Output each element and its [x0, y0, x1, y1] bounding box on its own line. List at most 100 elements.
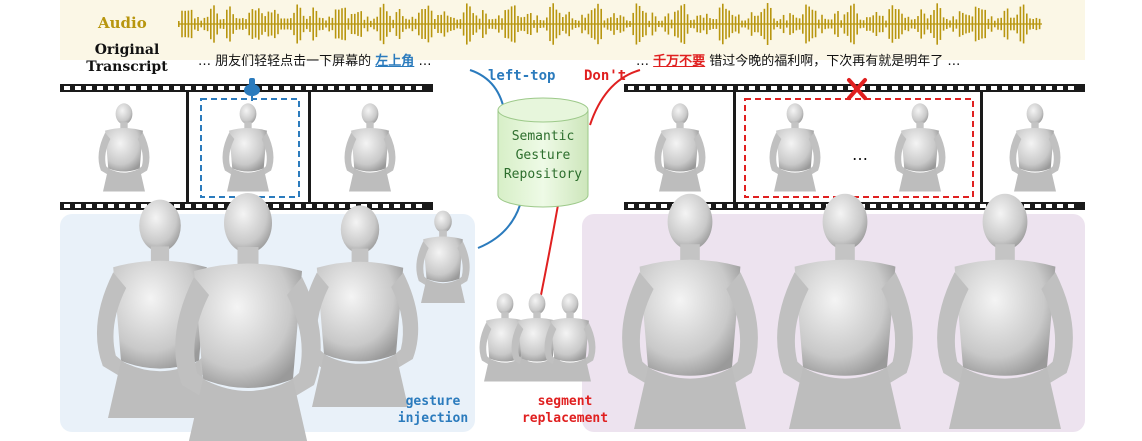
human-figure-icon [1009, 103, 1061, 192]
sprocket-hole [661, 86, 667, 90]
sprocket-hole [639, 204, 645, 208]
sprocket-hole [771, 86, 777, 90]
sprocket-hole [947, 204, 953, 208]
sprocket-hole [108, 204, 114, 208]
transcript-left-suffix: … [418, 54, 432, 69]
sprocket-hole [174, 204, 180, 208]
sprocket-hole [295, 204, 301, 208]
gesture-injection-label: gesture injection [388, 393, 478, 427]
sprocket-hole [760, 86, 766, 90]
sprocket-hole [394, 86, 400, 90]
sprocket-hole [1024, 204, 1030, 208]
sprocket-hole [859, 86, 865, 90]
sprocket-hole [1057, 86, 1063, 90]
database-icon [497, 97, 589, 208]
sprocket-hole [130, 204, 136, 208]
sprocket-hole [240, 86, 246, 90]
human-figure-icon [769, 103, 821, 192]
sprocket-hole [130, 86, 136, 90]
sprocket-hole [727, 204, 733, 208]
sprocket-hole [672, 86, 678, 90]
sprocket-hole [980, 204, 986, 208]
sprocket-hole [317, 86, 323, 90]
sprocket-hole [782, 204, 788, 208]
segment-replacement-line1: segment [537, 394, 593, 409]
sprocket-hole [306, 204, 312, 208]
sprocket-hole [749, 204, 755, 208]
sprocket-hole [969, 204, 975, 208]
sprocket-hole [881, 204, 887, 208]
sprocket-hole [394, 204, 400, 208]
human-figure-icon [222, 103, 274, 192]
sprocket-hole [881, 86, 887, 90]
sprocket-hole [870, 86, 876, 90]
connector-gesture-injection [477, 204, 521, 249]
sprocket-hole [196, 86, 202, 90]
sprocket-hole [936, 86, 942, 90]
transcript-left-keyword: 左上角 [375, 54, 415, 69]
sprocket-hole [650, 204, 656, 208]
sprocket-hole [372, 86, 378, 90]
gesture-injection-line2: injection [397, 411, 469, 426]
sprocket-hole [958, 204, 964, 208]
sprocket-hole [207, 204, 213, 208]
sprocket-hole [405, 204, 411, 208]
human-figure-icon [544, 293, 596, 382]
sprocket-hole [383, 204, 389, 208]
sprocket-hole [262, 86, 268, 90]
sprocket-hole [694, 86, 700, 90]
original-label-line1: Original [94, 42, 160, 58]
sprocket-hole [350, 86, 356, 90]
sprocket-hole [75, 204, 81, 208]
human-figure-icon [894, 103, 946, 192]
repository-line1: Semantic [511, 129, 575, 144]
sprocket-hole [185, 86, 191, 90]
original-label-line2: Transcript [86, 59, 168, 75]
sprocket-hole [185, 204, 191, 208]
sprocket-hole [141, 86, 147, 90]
sprocket-hole [1035, 204, 1041, 208]
hand-pointer-icon [244, 78, 260, 101]
sprocket-hole [196, 204, 202, 208]
sprocket-hole [903, 86, 909, 90]
sprocket-hole [416, 86, 422, 90]
sprocket-hole [1046, 86, 1052, 90]
sprocket-hole [925, 204, 931, 208]
sprocket-hole [218, 204, 224, 208]
sprocket-hole [97, 204, 103, 208]
replaced-segment-box [744, 98, 974, 198]
sprocket-hole [771, 204, 777, 208]
repository-line3: Repository [503, 167, 583, 182]
left-top-annotation: left-top [488, 68, 556, 84]
human-figure-icon [301, 205, 419, 407]
sprocket-hole [1013, 86, 1019, 90]
sprocket-hole [650, 86, 656, 90]
sprocket-hole [705, 86, 711, 90]
sprocket-hole [760, 204, 766, 208]
sprocket-hole [958, 86, 964, 90]
sprocket-hole [991, 86, 997, 90]
sprocket-hole [97, 86, 103, 90]
sprocket-hole [749, 86, 755, 90]
sprocket-hole [108, 86, 114, 90]
sprocket-hole [815, 86, 821, 90]
sprocket-hole [273, 204, 279, 208]
sprocket-hole [86, 204, 92, 208]
sprocket-hole [716, 86, 722, 90]
sprocket-hole [1068, 204, 1074, 208]
sprocket-hole [738, 86, 744, 90]
connector-segment-replacement [539, 204, 559, 301]
segment-replacement-line2: replacement [521, 411, 609, 426]
sprocket-hole [328, 204, 334, 208]
sprocket-hole [284, 86, 290, 90]
sprocket-hole [892, 204, 898, 208]
dont-annotation: Don't [584, 68, 627, 84]
sprocket-hole [628, 204, 634, 208]
sprocket-hole [306, 86, 312, 90]
sprocket-hole [372, 204, 378, 208]
sprocket-hole [152, 86, 158, 90]
transcript-left-prefix: … 朋友们轻轻点击一下屏幕的 [198, 54, 372, 69]
sprocket-hole [141, 204, 147, 208]
sprocket-hole [174, 86, 180, 90]
sprocket-hole [804, 86, 810, 90]
